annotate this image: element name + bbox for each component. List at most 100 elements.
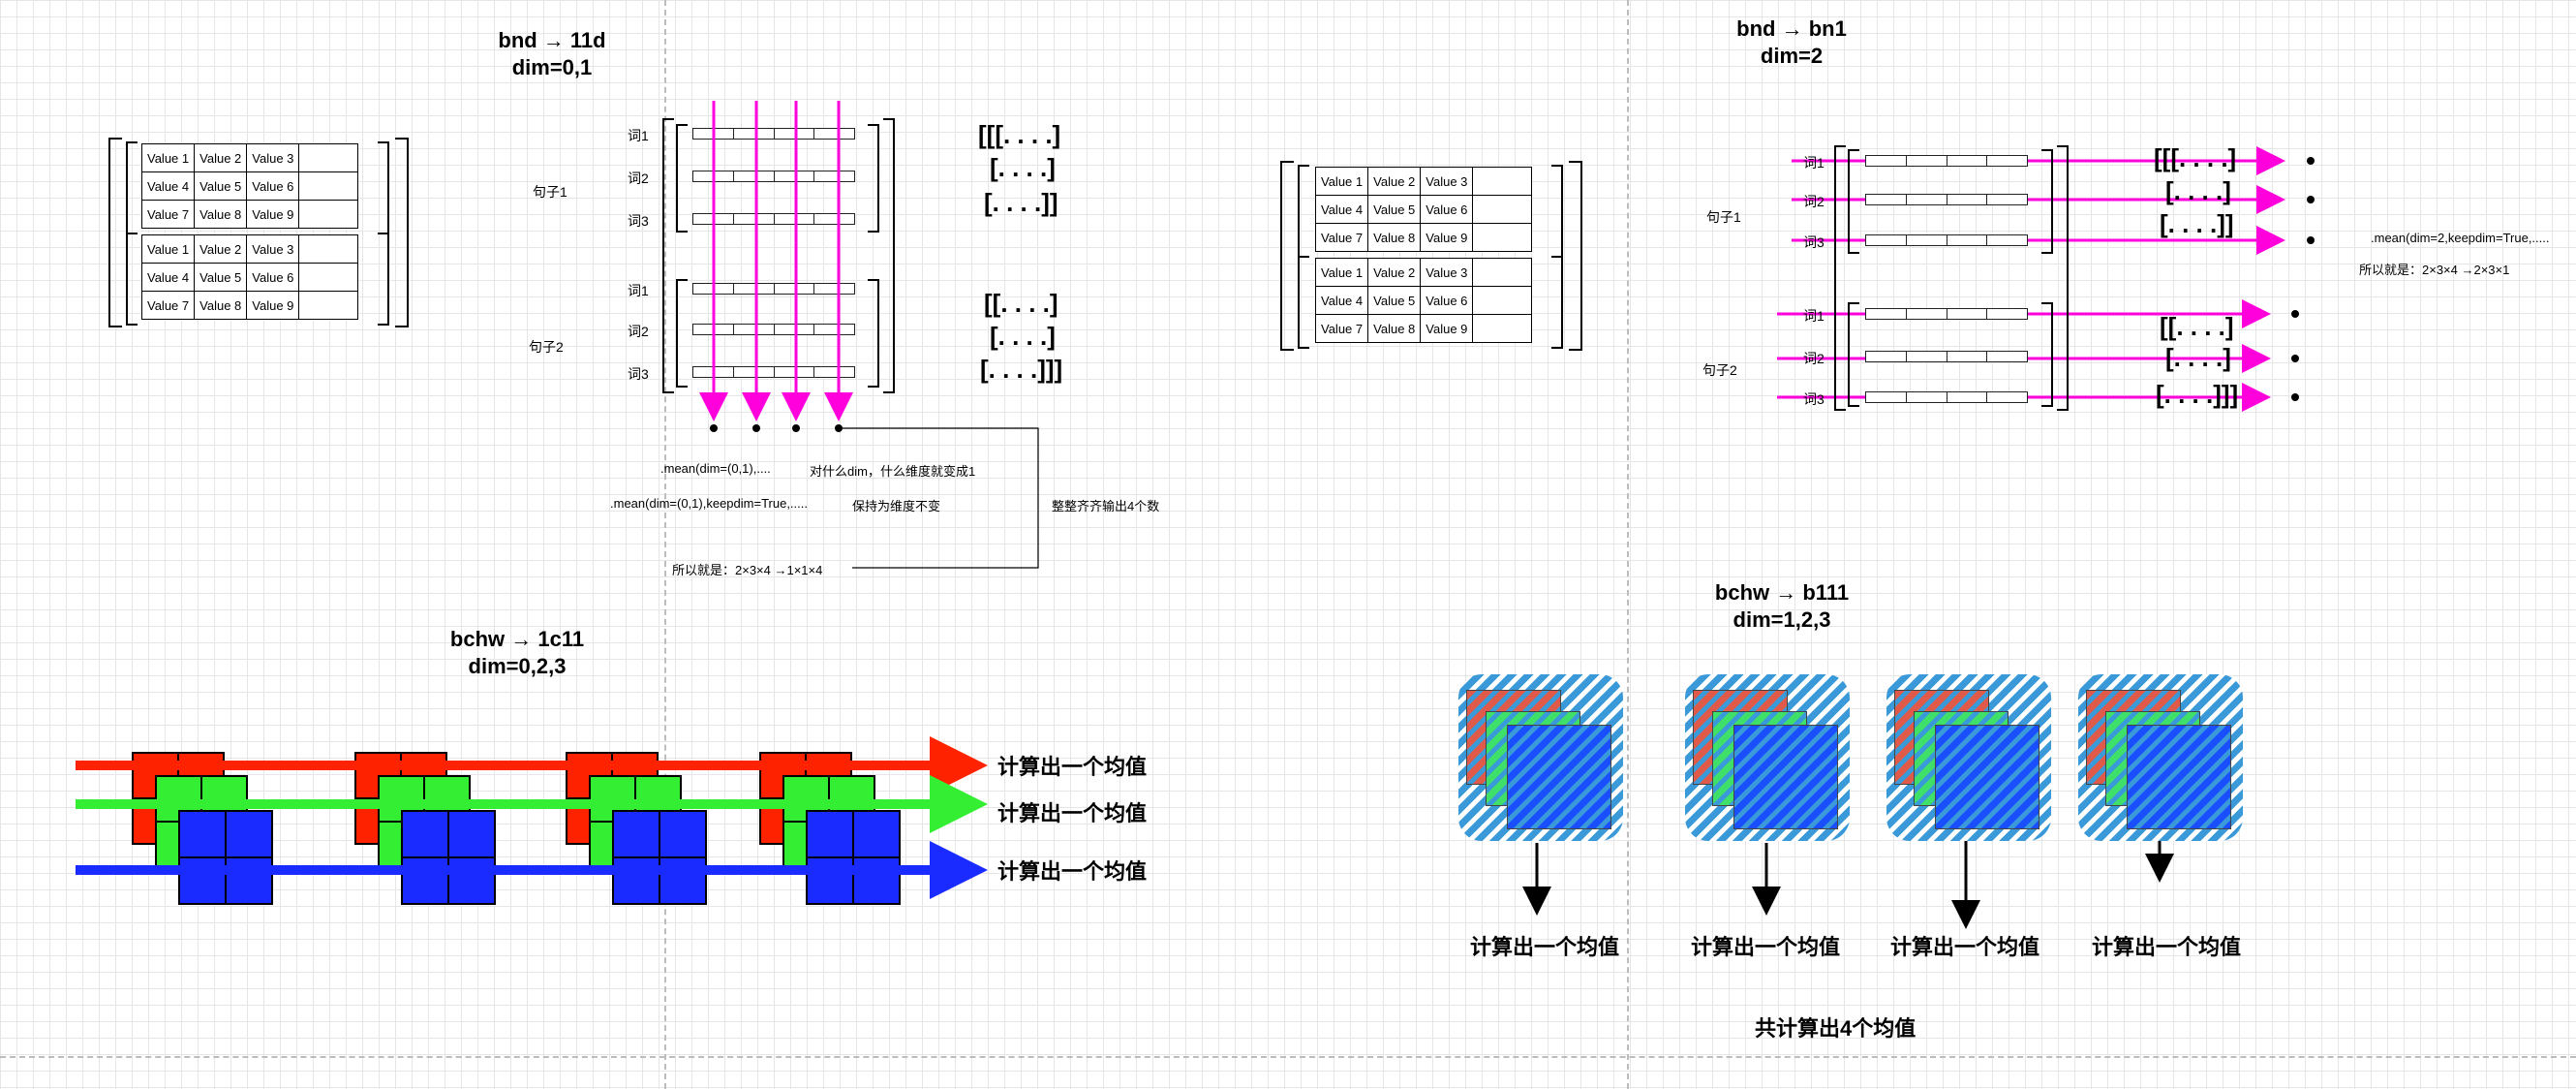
- blue-channel-square: [1935, 725, 2039, 829]
- s2-result-line: [. . . .]: [2165, 343, 2231, 372]
- table-cell: Value 2: [1367, 167, 1422, 196]
- s3-arrow-label: 计算出一个均值: [997, 801, 1148, 825]
- table-cell: Value 5: [1367, 195, 1422, 224]
- s1-result-line: [. . . .]: [990, 322, 1056, 351]
- s2-words-inner-bracket-left: [1848, 149, 1859, 254]
- table-cell: Value 3: [1420, 258, 1474, 287]
- s1-word-label: 词2: [628, 171, 649, 186]
- table-cell-empty: [298, 171, 359, 201]
- s2-result-line: [. . . .]: [2165, 176, 2231, 205]
- blue-channel-square: [1507, 725, 1611, 829]
- blue-channel-square: [2127, 725, 2231, 829]
- s2-note-mean: .mean(dim=2,keepdim=True,.....: [2371, 231, 2550, 245]
- s1-words-inner-bracket-right: [868, 279, 879, 388]
- s1-word-row: [692, 128, 855, 140]
- s1-word-row: [692, 366, 855, 378]
- guide-horizontal: [0, 1056, 2576, 1058]
- guide-vertical-left: [664, 0, 666, 1089]
- guide-vertical-right: [1627, 0, 1629, 1089]
- table-cell: Value 7: [1314, 223, 1369, 252]
- s2-outer-bracket-left: [1280, 161, 1294, 351]
- s1-note-keepdim-explain: 保持为维度不变: [852, 499, 941, 513]
- s2-inner-bracket-left: [1298, 256, 1309, 349]
- s1-word-row: [692, 283, 855, 295]
- s2-outer-bracket-right: [1569, 161, 1582, 351]
- table-cell: Value 6: [246, 171, 300, 201]
- s2-result-line: [[. . . .]: [2160, 312, 2234, 341]
- s3-arrow-label: 计算出一个均值: [997, 755, 1148, 779]
- s1-result-dot: [835, 424, 843, 432]
- s4-arrow-label: 计算出一个均值: [1691, 935, 1841, 959]
- s2-result-dot: [2307, 236, 2315, 244]
- table-cell: Value 9: [1420, 314, 1474, 343]
- table-cell-empty: [298, 234, 359, 264]
- s1-note-mean: .mean(dim=(0,1),....: [660, 461, 771, 476]
- table-cell: Value 9: [1420, 223, 1474, 252]
- s2-word-label: 词2: [1803, 194, 1825, 209]
- s2-word-label: 词1: [1803, 155, 1825, 171]
- s1-connector: [843, 427, 1039, 569]
- table-cell: Value 1: [140, 234, 196, 264]
- s1-inner-bracket-right: [378, 233, 389, 326]
- table-cell: Value 1: [1314, 258, 1369, 287]
- table-cell: Value 7: [140, 291, 196, 320]
- s1-word-row: [692, 171, 855, 182]
- s2-words-outer-bracket-left: [1834, 145, 1846, 411]
- blue-channel-block: [178, 810, 273, 905]
- table-cell-empty: [1472, 314, 1533, 343]
- table-cell: Value 5: [194, 263, 248, 292]
- section3-title-line2: dim=0,2,3: [468, 654, 567, 678]
- table-cell-empty: [1472, 167, 1533, 196]
- s1-note-shape: 所以就是：2×3×4 →1×1×4: [672, 563, 823, 577]
- s2-word-row: [1865, 351, 2028, 362]
- s1-words-inner-bracket-right: [868, 124, 879, 233]
- s1-inner-bracket-left: [126, 233, 138, 326]
- table-cell-empty: [298, 263, 359, 292]
- s1-sentence1-label: 句子1: [533, 184, 567, 200]
- s1-words-outer-bracket-right: [883, 118, 895, 393]
- s2-word-label: 词1: [1803, 308, 1825, 324]
- section4-title-line2: dim=1,2,3: [1733, 607, 1831, 632]
- s4-arrow-label: 计算出一个均值: [1890, 935, 2040, 959]
- s2-words-inner-bracket-right: [2041, 302, 2053, 407]
- blue-channel-square: [1733, 725, 1838, 829]
- s1-note-keepdim: .mean(dim=(0,1),keepdim=True,.....: [610, 496, 808, 511]
- blue-channel-block: [806, 810, 901, 905]
- s1-word-label: 词2: [628, 324, 649, 339]
- table-cell-empty: [1472, 258, 1533, 287]
- table-cell-empty: [298, 291, 359, 320]
- s1-result-line: [[[. . . .]: [978, 120, 1061, 149]
- s2-word-row: [1865, 234, 2028, 246]
- s2-result-dot: [2291, 393, 2299, 401]
- s1-result-dot: [710, 424, 718, 432]
- section1-title-line2: dim=0,1: [511, 55, 593, 79]
- section3-title: bchw → 1c11 dim=0,2,3: [420, 626, 614, 680]
- s1-result-line: [. . . .]: [990, 153, 1056, 182]
- s2-word-row: [1865, 391, 2028, 403]
- s1-result-dot: [752, 424, 760, 432]
- s1-word-label: 词1: [628, 283, 649, 298]
- s3-arrow-label: 计算出一个均值: [997, 859, 1148, 884]
- s2-result-line: [. . . .]]]: [2156, 380, 2239, 409]
- table-cell: Value 4: [1314, 195, 1369, 224]
- s1-word-label: 词3: [628, 213, 649, 229]
- s1-result-line: [[. . . .]: [984, 289, 1058, 318]
- s1-note-mean-explain: 对什么dim，什么维度就变成1: [810, 464, 976, 479]
- s1-note-output: 整整齐齐输出4个数: [1052, 499, 1160, 513]
- s1-words-inner-bracket-left: [676, 124, 688, 233]
- s1-word-label: 词3: [628, 366, 649, 382]
- blue-channel-block: [401, 810, 496, 905]
- table-cell: Value 3: [246, 234, 300, 264]
- s2-result-line: [. . . .]]: [2160, 209, 2234, 238]
